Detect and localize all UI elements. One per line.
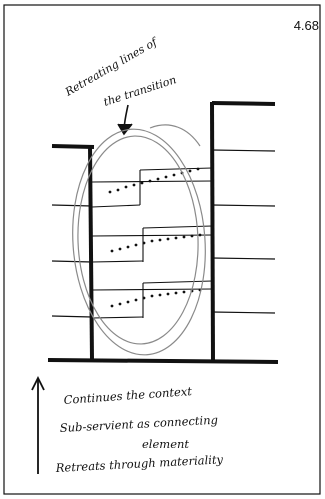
floor-lines-right bbox=[212, 150, 275, 313]
right-building-top bbox=[212, 103, 275, 104]
note-line-3: element bbox=[142, 437, 189, 451]
note-line-4: Retreats through materiality bbox=[54, 452, 223, 475]
left-building-edge bbox=[90, 146, 92, 360]
right-building-edge bbox=[212, 102, 213, 362]
left-building-top bbox=[52, 146, 94, 147]
note-line-1: Continues the context bbox=[63, 384, 192, 407]
annotation-line-2: the transition bbox=[102, 73, 178, 109]
highlight-ellipses bbox=[65, 125, 212, 360]
ground-line bbox=[48, 360, 278, 362]
notes: Continues the context Sub-servient as co… bbox=[54, 384, 223, 475]
note-line-2: Sub-servient as connecting bbox=[59, 413, 218, 435]
floor-lines-left bbox=[52, 205, 92, 317]
vertical-arrow bbox=[32, 378, 44, 474]
dotted-lines bbox=[109, 168, 202, 308]
top-annotation: Retreating lines of the transition bbox=[62, 35, 178, 109]
